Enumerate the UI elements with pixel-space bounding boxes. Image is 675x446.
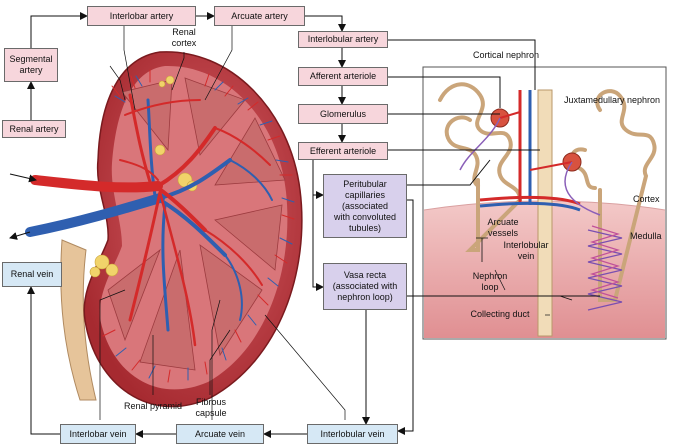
interlobular-artery-label: Interlobular artery — [307, 34, 379, 44]
renal-pyramid-7 — [107, 248, 161, 342]
renal-pyramid-5 — [199, 244, 263, 357]
interlobular-vein-label: Interlobular vein — [320, 428, 385, 439]
segmental-artery-box: Segmental artery — [4, 48, 58, 82]
interlobar-vein-box: Interlobar vein — [60, 424, 136, 444]
inset-arcuate-vein — [479, 201, 581, 212]
cortex-label: Cortex — [633, 194, 660, 204]
inset-arcuate-artery — [479, 195, 581, 206]
arrow-interlobar-to-renal-vein — [27, 286, 60, 435]
arrow-segmental-to-interlobar — [30, 12, 88, 48]
arrow-efferent-to-peritubular — [312, 160, 324, 199]
interlobar-artery-box: Interlobar artery — [87, 6, 196, 26]
renal-pyramid-label: Renal pyramid — [123, 401, 183, 411]
renal-vein-box: Renal vein — [2, 262, 62, 287]
collecting-duct — [537, 89, 553, 337]
arcuate-artery-label: Arcuate artery — [231, 10, 288, 21]
renal-pyramid-1 — [121, 79, 173, 152]
renal-artery-box: Renal artery — [2, 120, 66, 138]
medulla-label: Medulla — [630, 231, 662, 241]
interlobular-vessels — [102, 69, 295, 383]
cortical-nephron-label: Cortical nephron — [472, 50, 540, 60]
efferent-arteriole-box: Efferent arteriole — [298, 142, 388, 160]
renal-pyramid-4 — [214, 204, 283, 271]
arcuate-vessels-label: Arcuate vessels — [487, 217, 519, 238]
renal-pyramids — [107, 77, 286, 371]
renal-veins — [25, 98, 273, 332]
collecting-duct-label: Collecting duct — [470, 309, 530, 319]
renal-pyramid-2 — [184, 77, 246, 156]
peritubular-capillaries-label: Peritubular capillaries (associated with… — [333, 178, 397, 233]
vasa-recta-label: Vasa recta (associated with nephron loop… — [332, 270, 398, 302]
interlobular-vein-inset-label: Interlobular vein — [503, 240, 549, 261]
renal-vein-label: Renal vein — [10, 269, 54, 279]
arrow-arcuate-to-interlobular — [305, 15, 346, 32]
nephron-loop-label: Nephron loop — [472, 271, 508, 292]
arrow-peritubular-to-interlobular-vein — [397, 199, 414, 435]
arrow-efferent-to-vasa-recta — [312, 195, 324, 291]
ureter — [60, 239, 97, 401]
peritubular-capillaries-box: Peritubular capillaries (associated with… — [323, 174, 407, 238]
segmental-artery-label: Segmental artery — [9, 54, 53, 75]
connector-interlobular-artery-to-inset — [388, 39, 536, 90]
flow-arrows — [27, 12, 600, 438]
arcuate-vein-label: Arcuate vein — [194, 428, 246, 439]
vasa-recta-box: Vasa recta (associated with nephron loop… — [323, 263, 407, 310]
leader-lines — [99, 12, 573, 420]
renal-cortex-label: Renal cortex — [171, 27, 197, 48]
vasa-recta — [587, 225, 623, 311]
kidney-illustration — [9, 51, 303, 408]
interlobar-artery-label: Interlobar artery — [109, 10, 174, 21]
arcuate-artery-box: Arcuate artery — [214, 6, 305, 26]
juxtamedullary-nephron-label: Juxtamedullary nephron — [563, 95, 661, 105]
interlobular-vein-box: Interlobular vein — [307, 424, 398, 444]
nephron-loop-marker — [476, 237, 488, 262]
renal-artery-label: Renal artery — [9, 123, 59, 134]
renal-pyramid-3 — [214, 117, 286, 186]
connector-peritubular-to-inset — [407, 159, 491, 186]
fibrous-capsule-label: Fibrous capsule — [195, 397, 227, 418]
afferent-arteriole-label: Afferent arteriole — [309, 71, 377, 81]
interlobular-artery-box: Interlobular artery — [298, 31, 388, 48]
arcuate-vein-box: Arcuate vein — [176, 424, 264, 444]
glomerulus-label: Glomerulus — [319, 108, 366, 119]
interlobar-vein-label: Interlobar vein — [69, 428, 127, 439]
connector-afferent-to-inset — [388, 76, 501, 108]
afferent-arteriole-box: Afferent arteriole — [298, 67, 388, 86]
renal-vein-outflow-arrow — [9, 231, 31, 240]
renal-arteries — [30, 93, 271, 347]
efferent-arteriole-label: Efferent arteriole — [309, 145, 377, 156]
cortical-nephron-tubule — [438, 82, 523, 252]
glomerulus-box: Glomerulus — [298, 104, 388, 124]
nephron-inset — [422, 66, 667, 340]
renal-artery-inflow-arrow — [9, 173, 37, 183]
